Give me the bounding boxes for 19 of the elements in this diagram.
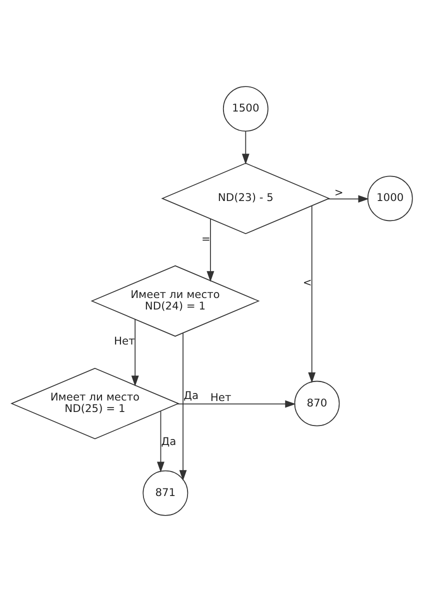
node-circle: 870 [294, 380, 340, 426]
arrow [242, 130, 250, 164]
node-diamond: Имеет ли место ND(24) = 1 [90, 264, 260, 336]
node-diamond: ND(23) - 5 [161, 162, 330, 234]
node-circle: 1000 [367, 175, 413, 221]
arrow [176, 400, 296, 408]
arrow [328, 194, 369, 202]
edge-label: = [201, 232, 210, 245]
edge-label: Нет [114, 334, 135, 348]
arrow [131, 318, 139, 386]
arrow [179, 332, 187, 480]
edge-label: Нет [210, 390, 232, 404]
arrow [206, 218, 214, 282]
node-circle: 1500 [222, 86, 268, 132]
edge-label: < [302, 276, 312, 289]
arrow [156, 410, 164, 472]
edge-label: Да [184, 388, 198, 402]
edge-label: > [334, 185, 344, 198]
arrow [308, 204, 316, 383]
